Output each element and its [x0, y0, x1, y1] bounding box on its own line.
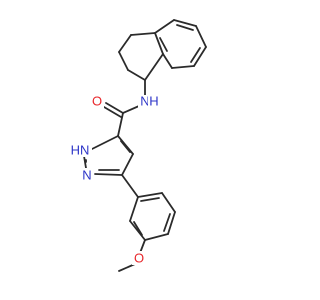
- bond: [129, 196, 139, 222]
- bond: [144, 53, 164, 81]
- bond: [167, 211, 176, 235]
- double-bond-inner: [159, 37, 168, 52]
- tetralin-aromatic-ring: [154, 19, 207, 69]
- bond: [139, 239, 146, 254]
- bond: [129, 220, 146, 241]
- methoxyphenyl-ring: [118, 174, 176, 272]
- bond: [137, 192, 163, 198]
- bond: [117, 135, 134, 155]
- bond: [193, 46, 207, 67]
- ether-oxygen-label: O: [134, 251, 144, 266]
- bond: [127, 69, 146, 81]
- bond: [171, 65, 195, 69]
- bond: [121, 153, 134, 176]
- carbonyl-bond: [105, 102, 124, 114]
- bond: [173, 19, 197, 27]
- label-background: [132, 251, 146, 265]
- double-bond-inner: [120, 140, 131, 153]
- pyrazole-nh-label: HN: [71, 143, 90, 158]
- bond: [118, 34, 132, 53]
- bond: [118, 51, 129, 71]
- bond: [162, 53, 173, 69]
- bond: [130, 32, 156, 36]
- bond: [121, 174, 139, 198]
- carbonyl-bond: [103, 106, 122, 118]
- bond: [154, 32, 164, 55]
- bond: [122, 105, 140, 114]
- carbonyl-oxygen-label: O: [92, 94, 102, 109]
- label-background: [148, 95, 160, 108]
- bond: [195, 25, 207, 48]
- tetralin-saturated-ring: [118, 32, 164, 81]
- amide-linker: [103, 79, 146, 137]
- atom-labels: O N H HN N O: [68, 94, 160, 266]
- double-bond-inner: [163, 213, 171, 232]
- bond: [161, 192, 176, 213]
- amide-hydrogen-label: H: [149, 94, 158, 109]
- pyrazole-n2-label: N: [82, 168, 91, 183]
- chemical-structure-diagram: O N H HN N O: [68, 19, 207, 272]
- bond: [94, 173, 123, 176]
- double-bond-inner: [190, 47, 201, 63]
- bond: [154, 19, 175, 34]
- label-background: [90, 94, 104, 108]
- double-bond-inner: [133, 221, 143, 236]
- bond: [118, 263, 136, 272]
- bond: [83, 155, 87, 169]
- label-background: [68, 143, 92, 157]
- bond: [89, 135, 119, 151]
- double-bond-inner: [140, 197, 160, 202]
- bond: [117, 112, 124, 137]
- pyrazole-ring: [83, 135, 134, 176]
- label-background: [80, 168, 94, 182]
- double-bond-inner: [176, 24, 194, 31]
- bond: [144, 233, 169, 241]
- amide-nitrogen-label: N: [140, 94, 149, 109]
